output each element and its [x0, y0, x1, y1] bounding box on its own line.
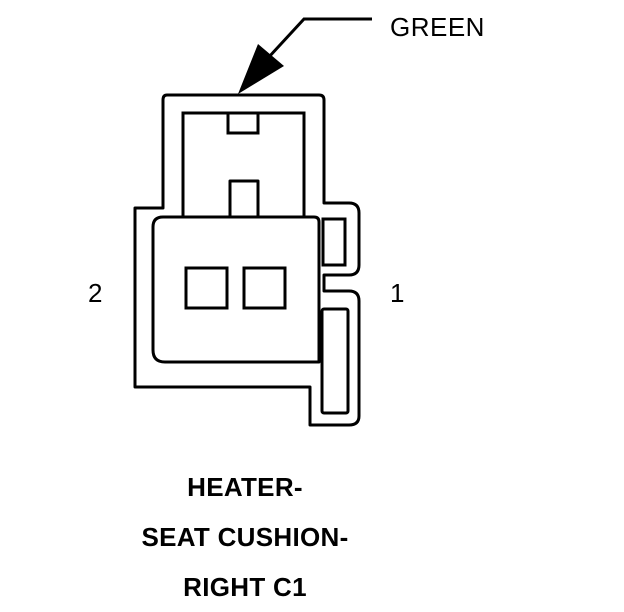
connector-title: HEATER- SEAT CUSHION- RIGHT C1 [0, 462, 490, 612]
arrow-head-icon [238, 44, 284, 94]
terminal-cavity-pin-1 [242, 266, 287, 310]
connector-color-label: GREEN [390, 12, 485, 42]
terminal-cavity-pin-2 [184, 266, 229, 310]
connector-latch-tab [226, 111, 260, 135]
pin-label-2: 2 [88, 278, 103, 308]
title-line-2: SEAT CUSHION- [141, 522, 349, 552]
connector-side-lock-upper [321, 217, 347, 267]
title-line-1: HEATER- [187, 472, 303, 502]
connector-inner-top-frame [181, 111, 306, 219]
connector-outer-body [133, 93, 361, 427]
pin-label-1: 1 [390, 278, 405, 308]
title-line-3: RIGHT C1 [183, 572, 307, 602]
connector-terminal-housing [151, 179, 321, 364]
connector-side-lock-lower [320, 307, 350, 415]
callout-leader-line [266, 17, 372, 60]
